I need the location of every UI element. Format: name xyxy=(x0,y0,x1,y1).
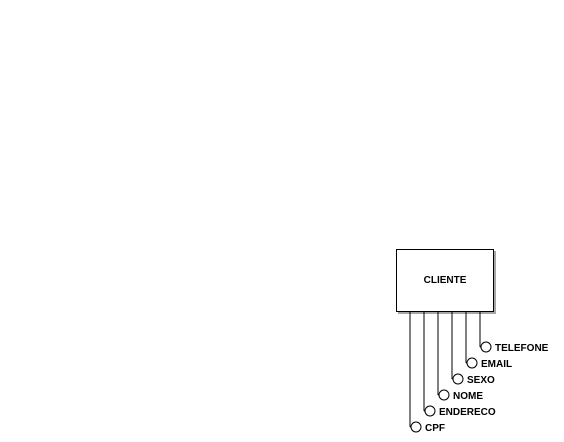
attribute-cpf[interactable]: CPF xyxy=(409,312,445,434)
attribute-email[interactable]: EMAIL xyxy=(465,312,512,370)
attribute-label: NOME xyxy=(453,391,483,402)
attribute-label: SEXO xyxy=(467,375,495,386)
attribute-circle-icon xyxy=(410,421,422,433)
entity-name-label: CLIENTE xyxy=(423,275,467,286)
attribute-telefone[interactable]: TELEFONE xyxy=(479,312,549,354)
attribute-label: EMAIL xyxy=(481,359,512,370)
attribute-circle-icon xyxy=(424,405,436,417)
attribute-circle-icon xyxy=(452,373,464,385)
attribute-nome[interactable]: NOME xyxy=(437,312,483,402)
attribute-label: ENDERECO xyxy=(439,407,496,418)
attribute-circle-icon xyxy=(480,341,492,353)
entity-cliente[interactable]: CLIENTE xyxy=(396,249,494,312)
attribute-sexo[interactable]: SEXO xyxy=(451,312,495,386)
attribute-circle-icon xyxy=(438,389,450,401)
attribute-label: TELEFONE xyxy=(495,343,549,354)
attribute-endereco[interactable]: ENDERECO xyxy=(423,312,496,418)
attribute-label: CPF xyxy=(425,423,445,434)
attribute-circle-icon xyxy=(466,357,478,369)
